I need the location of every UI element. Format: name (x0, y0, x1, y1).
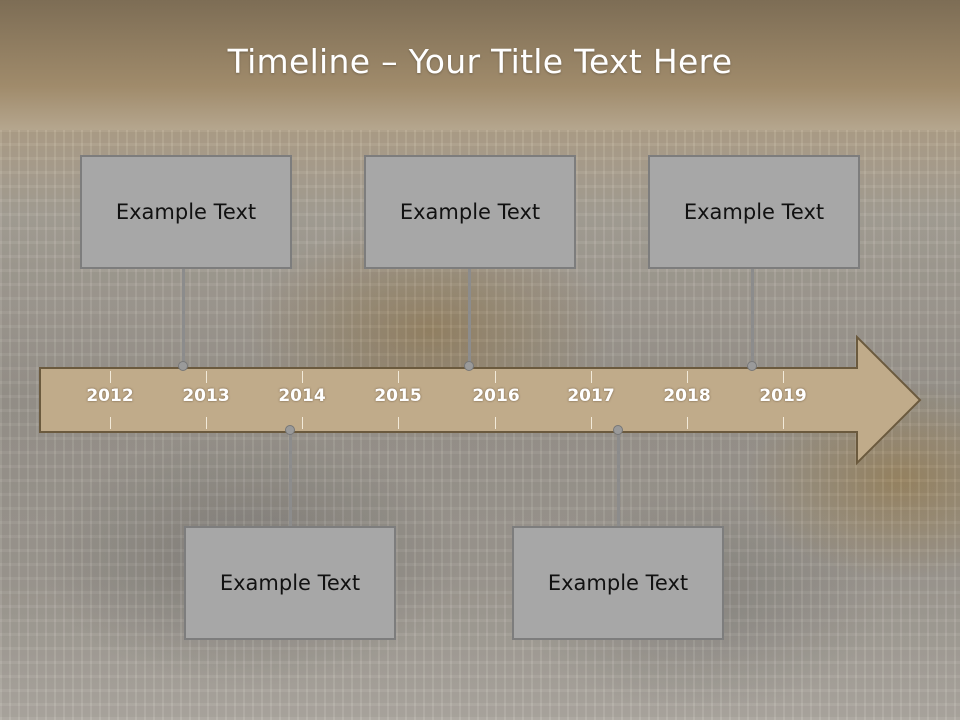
year-label-2019: 2019 (759, 386, 807, 406)
year-tick (110, 417, 111, 429)
year-tick (302, 417, 303, 429)
year-tick (495, 417, 496, 429)
event-box-bottom-2: Example Text (512, 526, 724, 640)
event-text: Example Text (115, 200, 257, 224)
year-tick (206, 417, 207, 429)
event-box-top-1: Example Text (80, 155, 292, 269)
event-connector-dot (464, 361, 474, 371)
year-label-2018: 2018 (663, 386, 711, 406)
year-label-2014: 2014 (278, 386, 326, 406)
event-connector-line (617, 430, 620, 527)
event-connector-line (468, 268, 471, 366)
event-text: Example Text (547, 571, 689, 595)
year-tick (687, 371, 688, 383)
timeline-arrow-shape (39, 334, 922, 466)
slide-title: Timeline – Your Title Text Here (227, 42, 733, 81)
year-tick (591, 417, 592, 429)
event-connector-dot (178, 361, 188, 371)
event-box-bottom-1: Example Text (184, 526, 396, 640)
event-box-top-3: Example Text (648, 155, 860, 269)
event-connector-dot (285, 425, 295, 435)
year-tick (783, 371, 784, 383)
year-tick (206, 371, 207, 383)
event-connector-line (289, 430, 292, 527)
event-box-top-2: Example Text (364, 155, 576, 269)
year-label-2013: 2013 (182, 386, 230, 406)
year-tick (687, 417, 688, 429)
event-connector-line (751, 268, 754, 366)
year-label-2016: 2016 (472, 386, 520, 406)
year-tick (591, 371, 592, 383)
event-text: Example Text (219, 571, 361, 595)
event-connector-dot (747, 361, 757, 371)
year-label-2012: 2012 (86, 386, 134, 406)
year-tick (302, 371, 303, 383)
year-tick (398, 371, 399, 383)
year-tick (398, 417, 399, 429)
year-tick (495, 371, 496, 383)
year-label-2017: 2017 (567, 386, 615, 406)
event-text: Example Text (683, 200, 825, 224)
year-tick (783, 417, 784, 429)
event-connector-dot (613, 425, 623, 435)
year-tick (110, 371, 111, 383)
year-label-2015: 2015 (374, 386, 422, 406)
event-text: Example Text (399, 200, 541, 224)
event-connector-line (182, 268, 185, 366)
